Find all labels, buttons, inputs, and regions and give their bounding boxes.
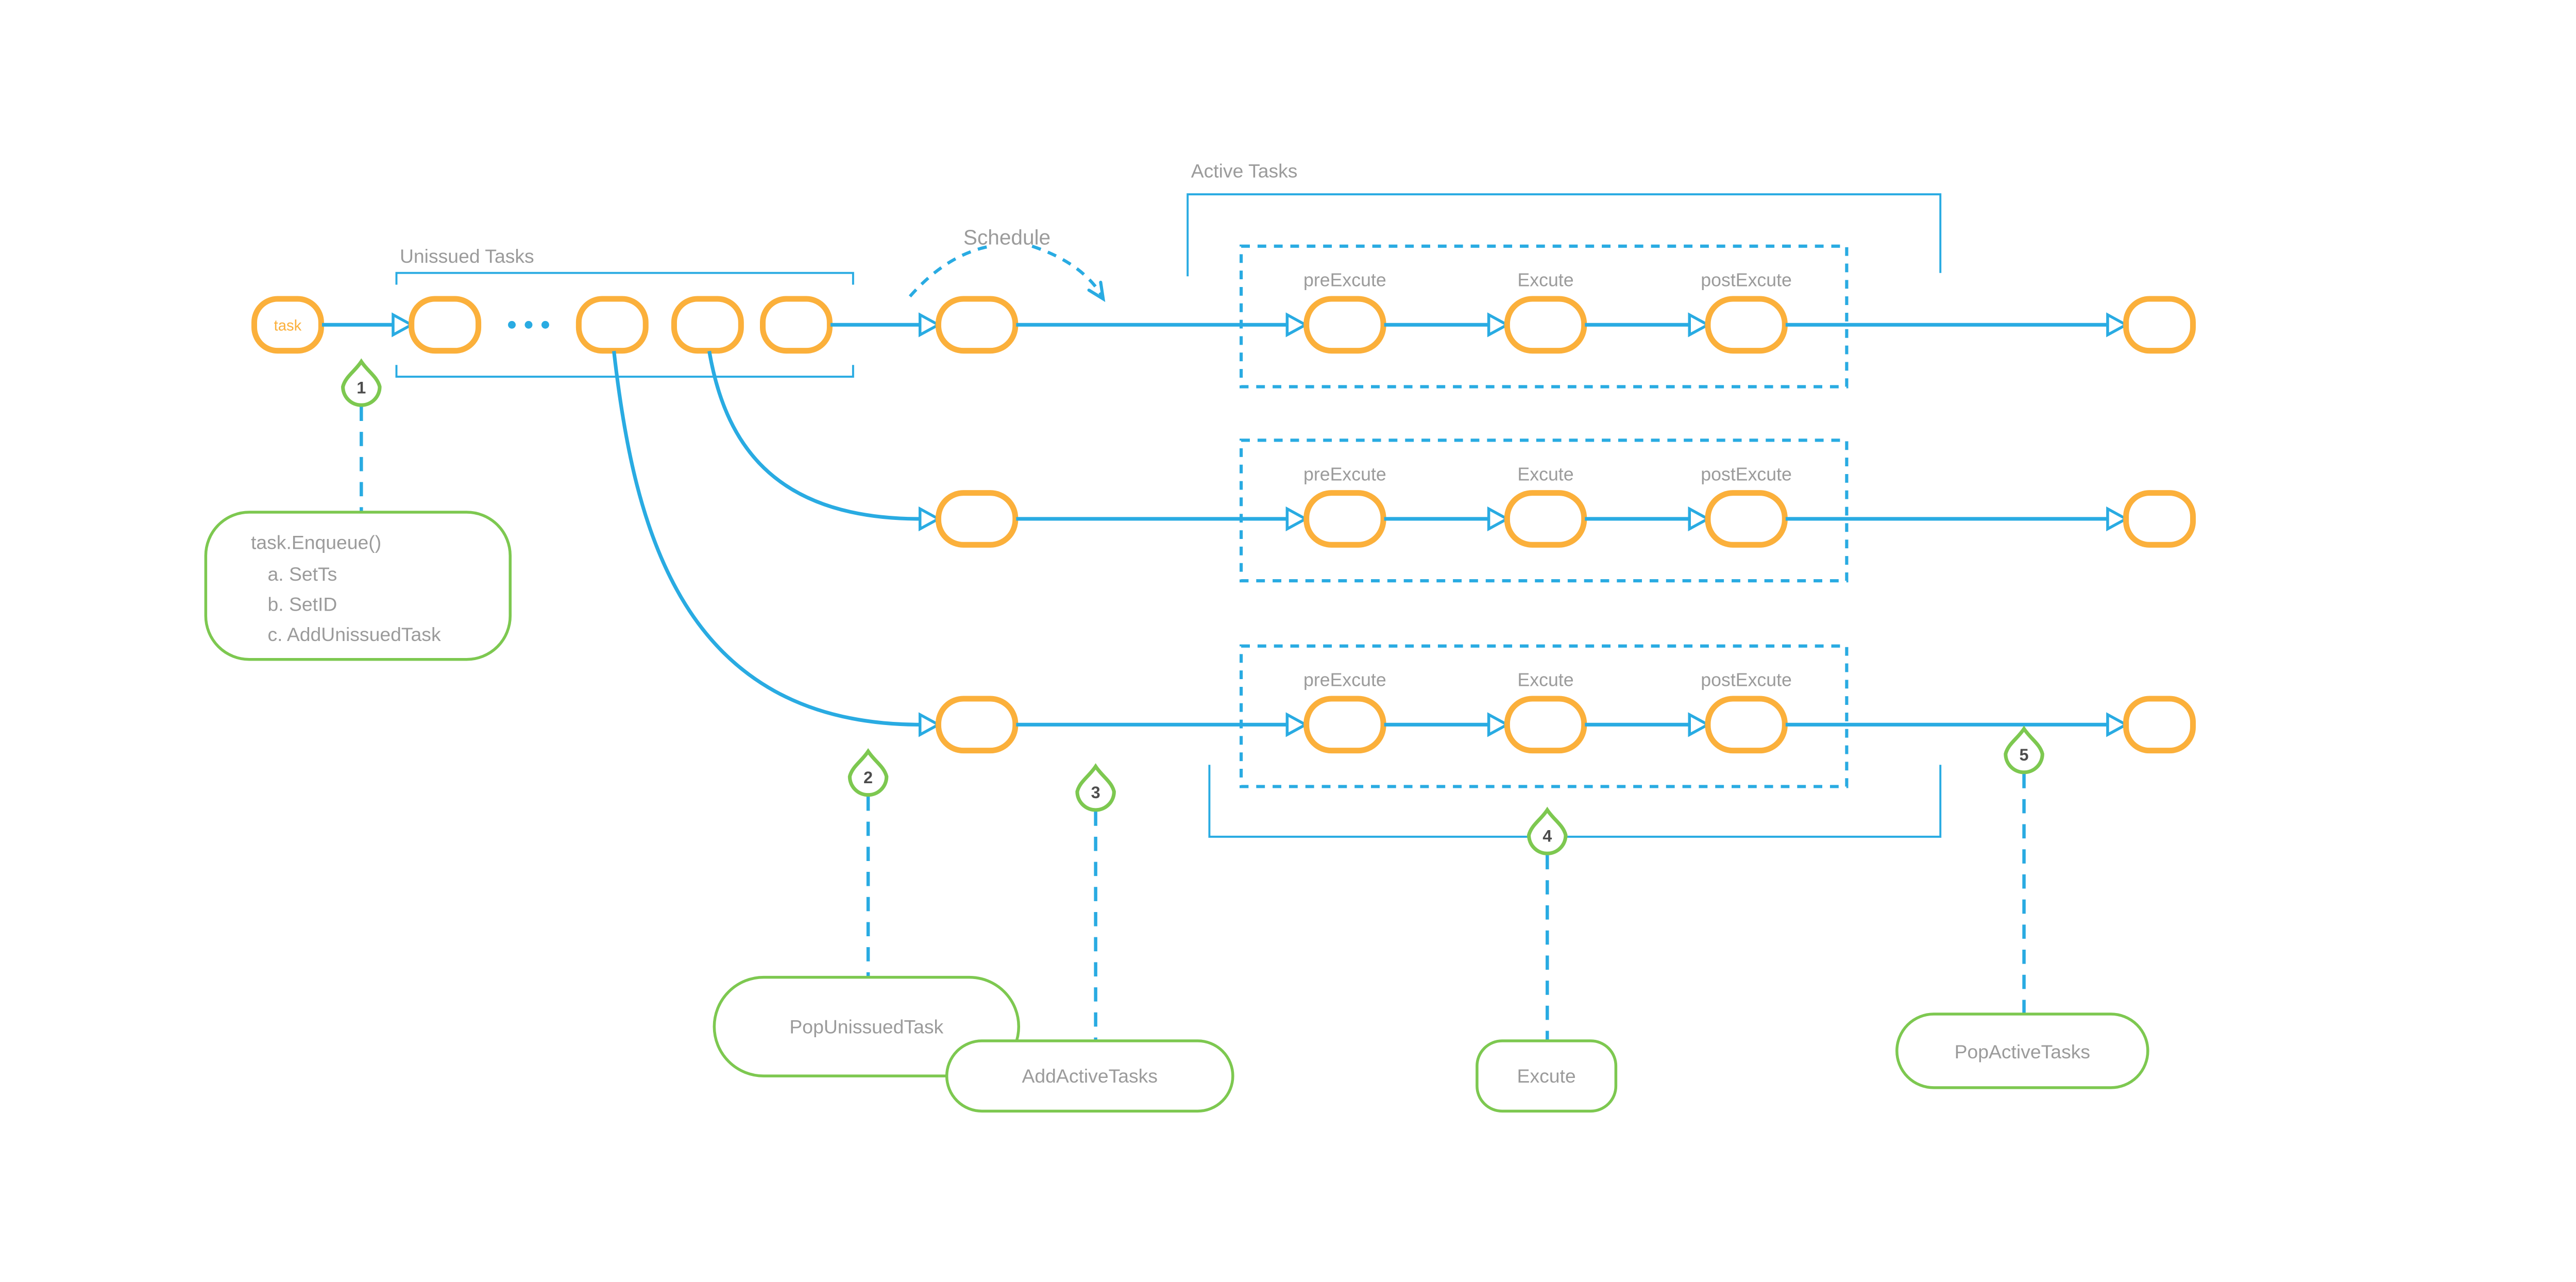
row2-postexcute-node bbox=[1705, 490, 1788, 548]
step-5-label: PopActiveTasks bbox=[1955, 1041, 2090, 1062]
step-2-pin-icon bbox=[848, 748, 889, 797]
schedule-section: Schedule bbox=[908, 226, 1106, 302]
row2-arrowhead-end-icon bbox=[2106, 506, 2129, 532]
step-4-number: 4 bbox=[1543, 827, 1552, 846]
row2-arrowhead-ex-icon bbox=[1487, 506, 1511, 532]
unissued-tasks-label: Unissued Tasks bbox=[400, 245, 534, 267]
step-2-annotation: 2 PopUnissuedTask bbox=[713, 748, 1021, 1077]
active-tasks-top-bracket bbox=[1187, 193, 1942, 277]
step-4-pin-icon bbox=[1527, 806, 1568, 855]
step-1-line-0: task.Enqueue() bbox=[251, 531, 381, 553]
row2-excute-label: Excute bbox=[1517, 464, 1573, 484]
step-3-number: 3 bbox=[1091, 783, 1100, 802]
step-2-box bbox=[713, 975, 1021, 1077]
row3-postexcute-label: postExcute bbox=[1701, 670, 1792, 690]
task-node-label: task bbox=[274, 318, 302, 334]
step-5-pin-icon bbox=[2004, 726, 2044, 774]
row1-end-node bbox=[2123, 296, 2196, 354]
row2-arrowhead-pre-icon bbox=[1285, 506, 1309, 532]
row2-preexcute-node bbox=[1303, 490, 1386, 548]
row1-arrowhead-post-icon bbox=[1688, 312, 1711, 338]
pipeline-row-1: preExcute Excute postExcute bbox=[935, 244, 2196, 389]
row1-excute-label: Excute bbox=[1517, 270, 1573, 291]
row2-preexcute-label: preExcute bbox=[1303, 464, 1386, 484]
step-1-line-2: b. SetID bbox=[267, 594, 337, 615]
row3-arrowhead-end-icon bbox=[2106, 712, 2129, 737]
schedule-arc-left bbox=[908, 244, 991, 298]
step-3-box bbox=[945, 1039, 1234, 1113]
row3-excute-node bbox=[1504, 696, 1587, 754]
row1-arrowhead-end-icon bbox=[2106, 312, 2129, 338]
row2-end-node bbox=[2123, 490, 2196, 548]
row1-pipeline-box bbox=[1240, 244, 1849, 389]
curve-queue-to-row2 bbox=[707, 350, 920, 521]
row1-arrowhead-ex-icon bbox=[1487, 312, 1511, 338]
step-1-annotation: 1 task.Enqueue() a. SetTs b. SetID c. Ad… bbox=[204, 358, 512, 661]
row2-postexcute-label: postExcute bbox=[1701, 464, 1792, 484]
step-4-label: Excute bbox=[1517, 1065, 1576, 1087]
unissued-node-1 bbox=[409, 296, 482, 354]
row2-excute-node bbox=[1504, 490, 1587, 548]
arrowhead-queue-to-row2-icon bbox=[918, 506, 942, 532]
step-5-box bbox=[1895, 1013, 2149, 1089]
curve-queue-to-row3 bbox=[612, 350, 920, 727]
row3-postexcute-node bbox=[1705, 696, 1788, 754]
row3-preexcute-label: preExcute bbox=[1303, 670, 1386, 690]
arrowhead-task-to-queue-icon bbox=[392, 312, 415, 338]
row1-arrowhead-pre-icon bbox=[1285, 312, 1309, 338]
step-1-line-1: a. SetTs bbox=[267, 563, 337, 585]
arrowhead-queue-to-row3-icon bbox=[918, 712, 942, 737]
pipeline-row-3: preExcute Excute postExcute bbox=[935, 644, 2196, 788]
unissued-top-bracket bbox=[395, 272, 854, 285]
row3-preexcute-node bbox=[1303, 696, 1386, 754]
unissued-bottom-bracket bbox=[395, 365, 854, 378]
unissued-node-2 bbox=[575, 296, 649, 354]
row1-entry-node bbox=[935, 296, 1019, 354]
row3-pipeline-box bbox=[1240, 644, 1849, 788]
task-node bbox=[251, 296, 324, 354]
step-1-pin-icon bbox=[341, 358, 382, 407]
row3-excute-label: Excute bbox=[1517, 670, 1573, 690]
row2-entry-node bbox=[935, 490, 1019, 548]
active-tasks-label: Active Tasks bbox=[1191, 160, 1298, 182]
ellipsis-icon bbox=[508, 320, 549, 329]
unissued-node-3 bbox=[671, 296, 744, 354]
arrowhead-queue-to-row1-icon bbox=[918, 312, 942, 338]
row1-postexcute-node bbox=[1705, 296, 1788, 354]
step-1-box bbox=[204, 511, 512, 661]
row1-excute-node bbox=[1504, 296, 1587, 354]
row1-preexcute-label: preExcute bbox=[1303, 270, 1386, 291]
step-5-number: 5 bbox=[2020, 746, 2029, 764]
row3-end-node bbox=[2123, 696, 2196, 754]
row3-entry-node bbox=[935, 696, 1019, 754]
row1-postexcute-label: postExcute bbox=[1701, 270, 1792, 291]
step-2-label: PopUnissuedTask bbox=[789, 1016, 943, 1037]
active-tasks-bottom-bracket bbox=[1208, 765, 1942, 838]
row2-pipeline-box bbox=[1240, 438, 1849, 583]
step-1-number: 1 bbox=[357, 378, 366, 397]
row3-arrowhead-ex-icon bbox=[1487, 712, 1511, 737]
step-3-annotation: 3 AddActiveTasks bbox=[945, 763, 1234, 1113]
step-5-annotation: 5 PopActiveTasks bbox=[1895, 726, 2149, 1089]
pipeline-row-2: preExcute Excute postExcute bbox=[935, 438, 2196, 583]
unissued-node-4 bbox=[760, 296, 833, 354]
schedule-label: Schedule bbox=[963, 226, 1050, 249]
row3-arrowhead-post-icon bbox=[1688, 712, 1711, 737]
step-2-number: 2 bbox=[863, 768, 873, 787]
unissued-tasks-section: Unissued Tasks task bbox=[251, 245, 854, 378]
step-3-label: AddActiveTasks bbox=[1022, 1065, 1158, 1087]
row1-preexcute-node bbox=[1303, 296, 1386, 354]
row2-arrowhead-post-icon bbox=[1688, 506, 1711, 532]
step-4-annotation: 4 Excute bbox=[1476, 806, 1618, 1113]
step-4-box bbox=[1476, 1039, 1618, 1113]
schedule-arc-right bbox=[1031, 244, 1104, 297]
row3-arrowhead-pre-icon bbox=[1285, 712, 1309, 737]
step-1-line-3: c. AddUnissuedTask bbox=[267, 623, 440, 645]
step-3-pin-icon bbox=[1075, 763, 1116, 812]
active-tasks-section: Active Tasks bbox=[1187, 160, 1942, 838]
schedule-arrowhead-icon bbox=[1087, 280, 1106, 302]
